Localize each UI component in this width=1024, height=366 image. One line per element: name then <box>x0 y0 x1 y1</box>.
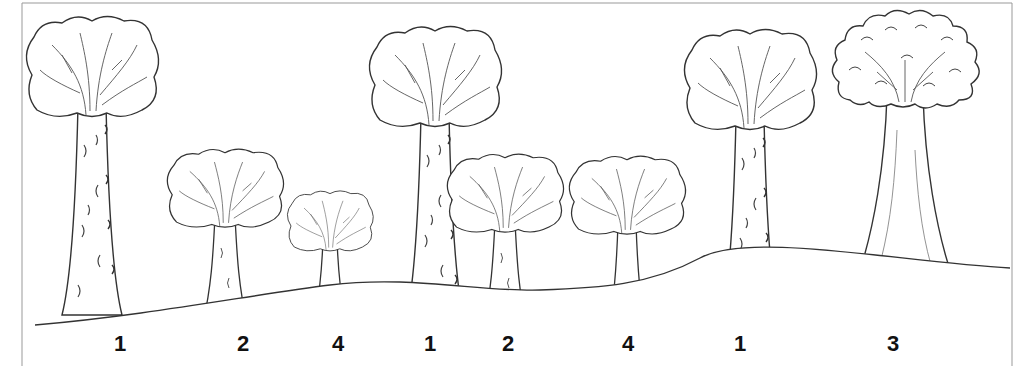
callout-number: 2 <box>502 332 514 356</box>
callout-number: 1 <box>114 332 126 356</box>
callout-number: 4 <box>332 332 344 356</box>
callout-number: 1 <box>734 332 746 356</box>
callout-number: 2 <box>237 332 249 356</box>
callout-number: 3 <box>887 332 899 356</box>
callout-number: 4 <box>622 332 634 356</box>
callout-number: 1 <box>424 332 436 356</box>
